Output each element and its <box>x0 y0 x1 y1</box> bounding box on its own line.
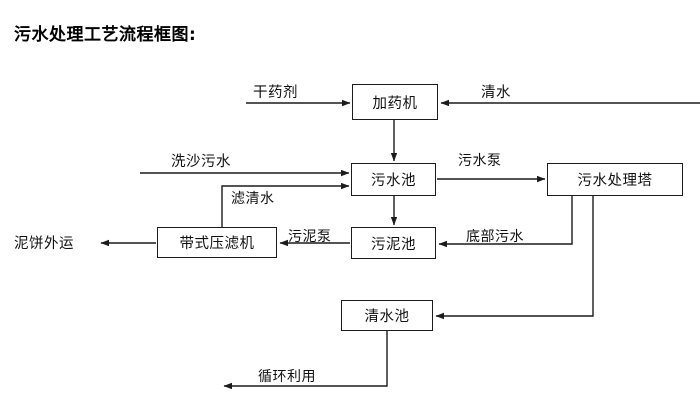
page-title: 污水处理工艺流程框图: <box>14 25 197 45</box>
edge-label-sludge-pump: 污泥泵 <box>288 229 332 245</box>
edge-label-filtered-water: 滤清水 <box>231 191 275 207</box>
node-sludge-pool[interactable]: 污泥池 <box>351 227 436 259</box>
edge-label-bottom-sewage: 底部污水 <box>466 229 524 245</box>
node-clean-water-pool[interactable]: 清水池 <box>341 300 433 331</box>
edge-label-recycle-use: 循环利用 <box>258 369 316 385</box>
terminal-clean-water-input: 清水 <box>481 85 511 101</box>
node-label: 带式压滤机 <box>179 236 255 252</box>
node-label: 污泥池 <box>371 236 416 253</box>
terminal-sand-wash-wastewater: 洗沙污水 <box>171 154 231 170</box>
edge-filterpress-to-wastewater-pool <box>221 182 350 227</box>
edge-tower-to-sludge-pool <box>438 196 573 248</box>
node-label: 污水池 <box>371 173 416 189</box>
node-dosing-machine[interactable]: 加药机 <box>352 84 438 120</box>
node-label: 污水处理塔 <box>577 173 653 189</box>
node-label: 清水池 <box>364 309 410 325</box>
terminal-dry-chemical: 干药剂 <box>253 85 298 101</box>
edge-tower-to-cleanwater-pool <box>435 196 594 320</box>
terminal-mud-cake-output: 泥饼外运 <box>14 236 74 252</box>
node-belt-filter-press[interactable]: 带式压滤机 <box>157 227 277 258</box>
edge-label-sewage-pump: 污水泵 <box>458 153 502 169</box>
node-wastewater-pool[interactable]: 污水池 <box>351 163 436 196</box>
node-treatment-tower[interactable]: 污水处理塔 <box>547 163 683 196</box>
edge-cleanwater-pool-to-recycle <box>223 331 388 390</box>
node-label: 加药机 <box>372 95 418 112</box>
